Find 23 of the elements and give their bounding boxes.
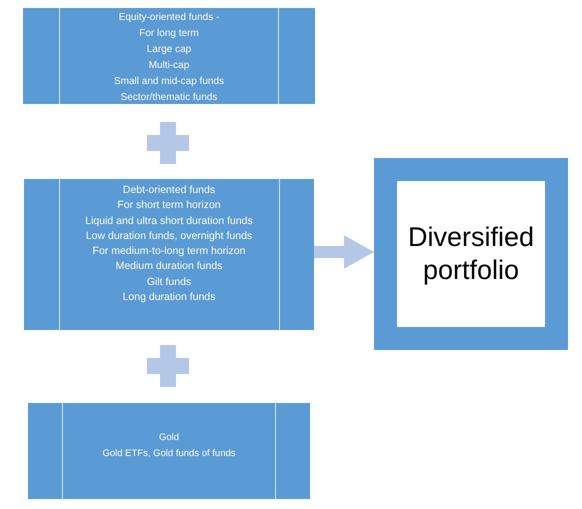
arrow (314, 235, 374, 269)
fund-text: Large cap (146, 43, 192, 57)
result-text: Diversified portfolio (406, 221, 536, 287)
fund-text: For short term horizon (117, 198, 221, 214)
fund-text: Gold (158, 431, 180, 445)
fund-text: Medium duration funds (116, 259, 222, 274)
fund-text: Multi-cap (148, 59, 190, 73)
fund-text: Small and mid-cap funds (114, 75, 224, 89)
fund-text: Long duration funds (122, 290, 216, 306)
fund-panel (24, 179, 314, 330)
fund-text: Equity-oriented funds - (118, 11, 220, 25)
fund-text: Gold ETFs, Gold funds of funds (102, 447, 236, 461)
fund-text: Low duration funds, overnight funds (86, 228, 252, 244)
fund-text: Liquid and ultra short duration funds (85, 214, 253, 229)
fund-text: Sector/thematic funds (120, 91, 218, 105)
fund-text: For medium-to-long term horizon (92, 244, 246, 260)
fund-text: For long term (139, 27, 199, 41)
frame-box (374, 158, 568, 350)
result-box (397, 181, 545, 327)
fund-text: Gilt funds (146, 274, 192, 290)
fund-panel (28, 403, 310, 499)
fund-panel (23, 8, 315, 104)
fund-text: Debt-oriented funds (122, 183, 216, 198)
